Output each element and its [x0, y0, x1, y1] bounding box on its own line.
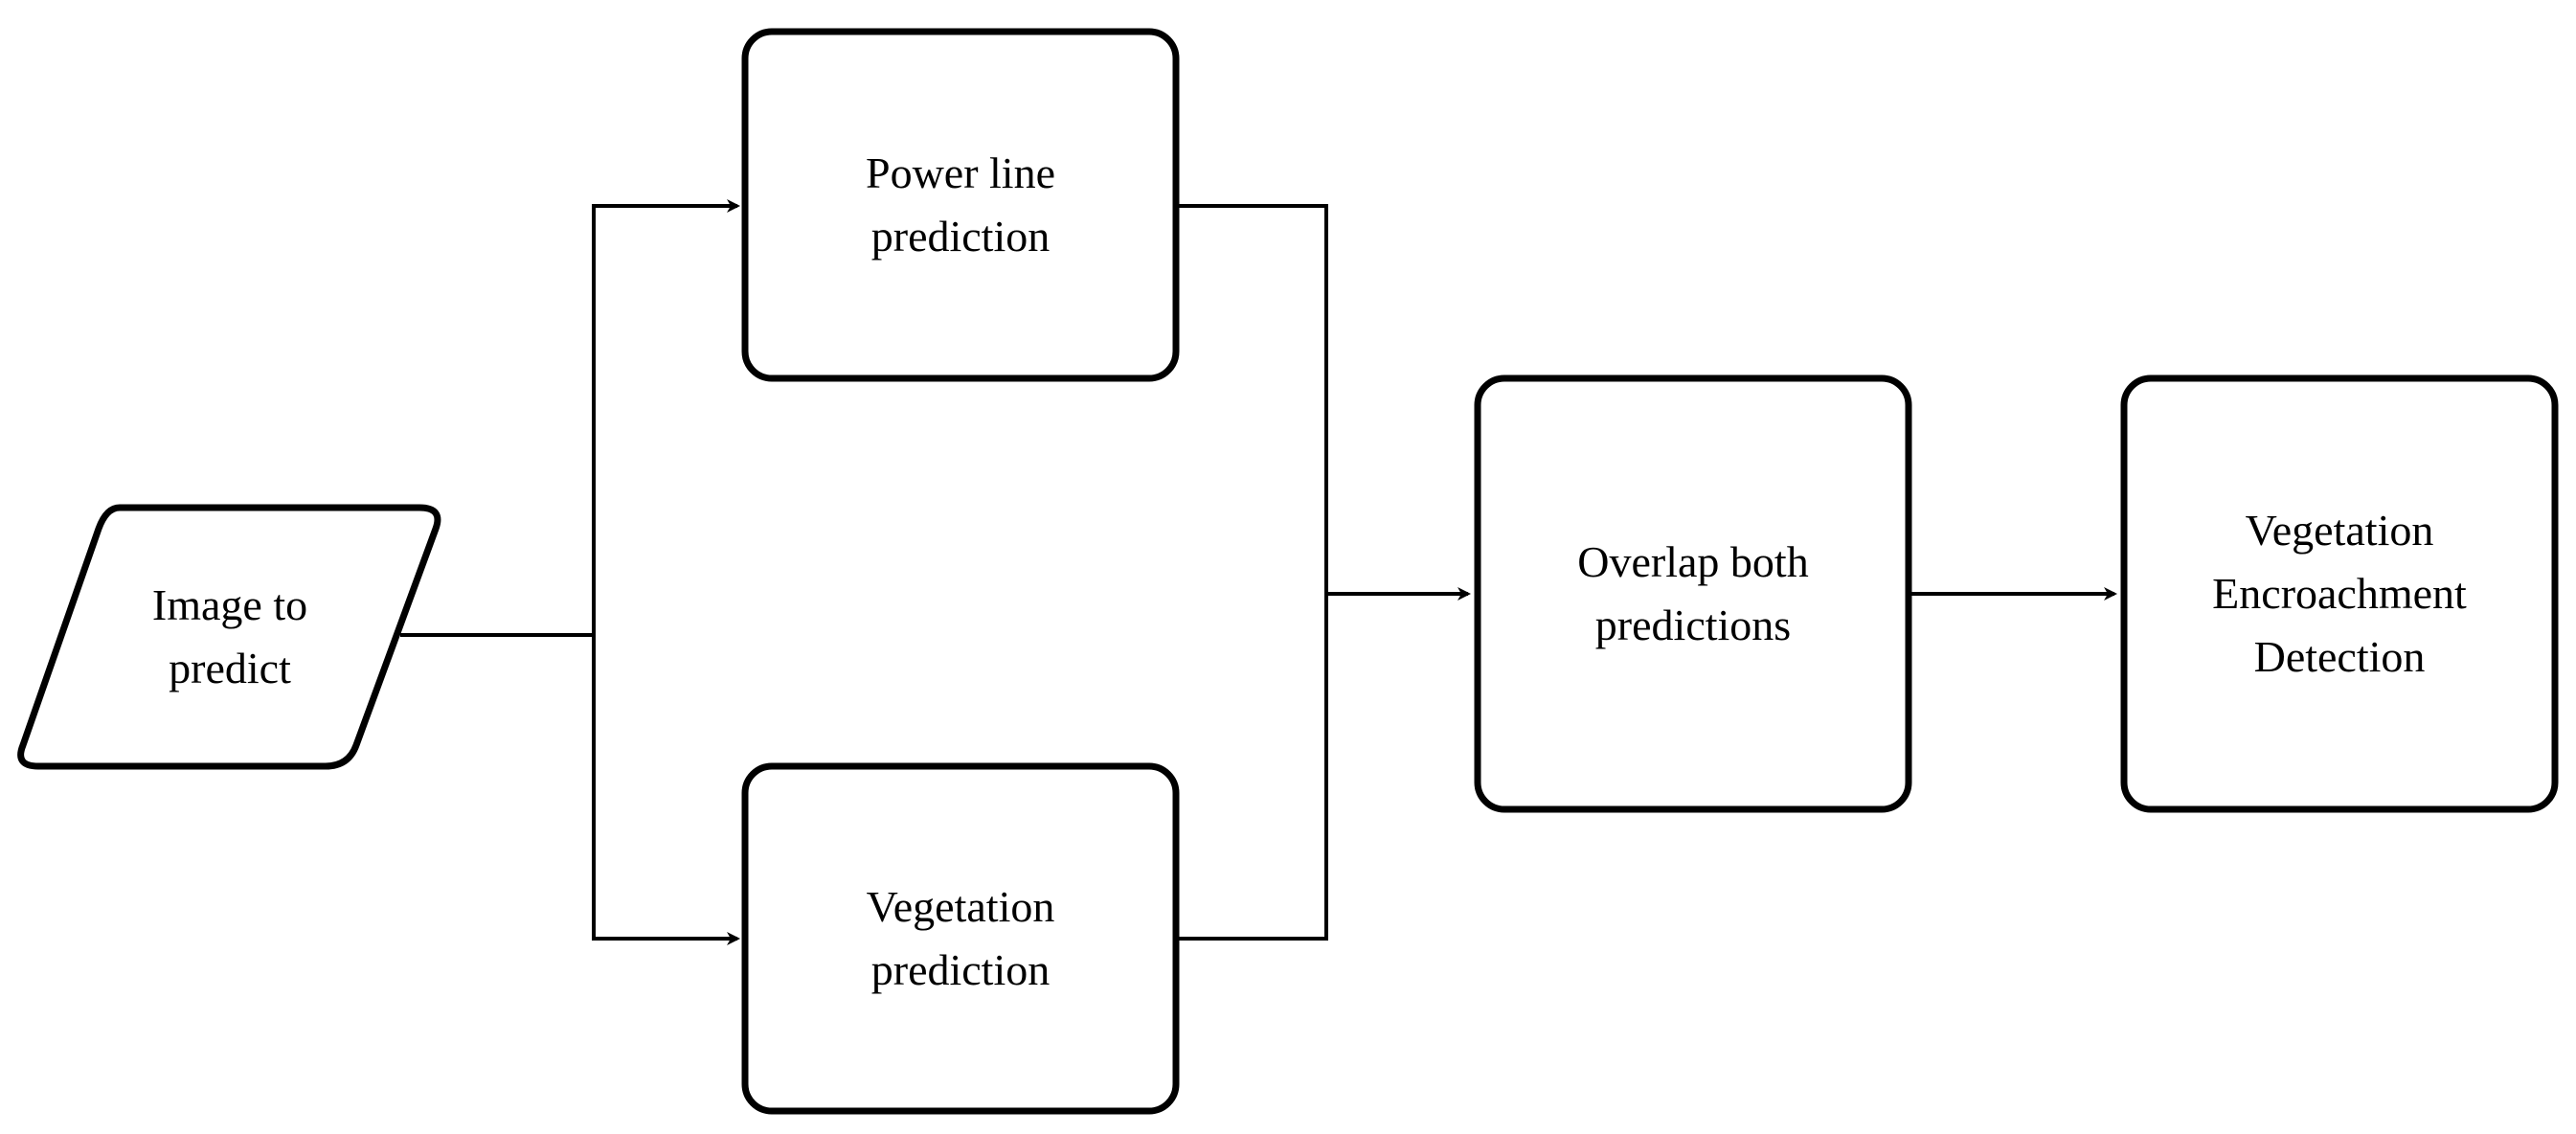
vegetation-label-line-2: prediction — [870, 945, 1051, 994]
power-line-label-line-1: Power line — [865, 148, 1055, 197]
power-line-prediction-label: Power line prediction — [745, 32, 1176, 378]
overlap-label-line-1: Overlap both — [1577, 537, 1809, 586]
connector-vegetation-to-join — [1178, 594, 1328, 941]
input-label: Image to predict — [67, 508, 393, 766]
vegetation-encroachment-detection-box — [2120, 374, 2559, 813]
input-label-line-2: predict — [169, 644, 291, 692]
overlap-label-line-2: predictions — [1594, 601, 1792, 649]
result-label-line-2: Encroachment — [2212, 569, 2467, 618]
input-parallelogram — [17, 504, 441, 770]
vegetation-encroachment-detection-label: Vegetation Encroachment Detection — [2124, 378, 2555, 809]
vegetation-label-line-1: Vegetation — [866, 882, 1055, 931]
connector-to-power-line — [592, 199, 740, 635]
result-label-line-1: Vegetation — [2245, 506, 2434, 555]
overlap-both-predictions-label: Overlap both predictions — [1478, 378, 1909, 809]
vegetation-prediction-box — [741, 762, 1180, 1115]
input-label-line-1: Image to — [151, 580, 308, 629]
vegetation-prediction-label: Vegetation prediction — [745, 766, 1176, 1111]
power-line-label-line-2: prediction — [870, 212, 1051, 261]
connector-to-vegetation — [592, 635, 740, 945]
power-line-prediction-box — [741, 28, 1180, 382]
connector-power-line-to-join — [1178, 204, 1328, 594]
result-label-line-3: Detection — [2253, 632, 2426, 681]
overlap-both-predictions-box — [1474, 374, 1912, 813]
